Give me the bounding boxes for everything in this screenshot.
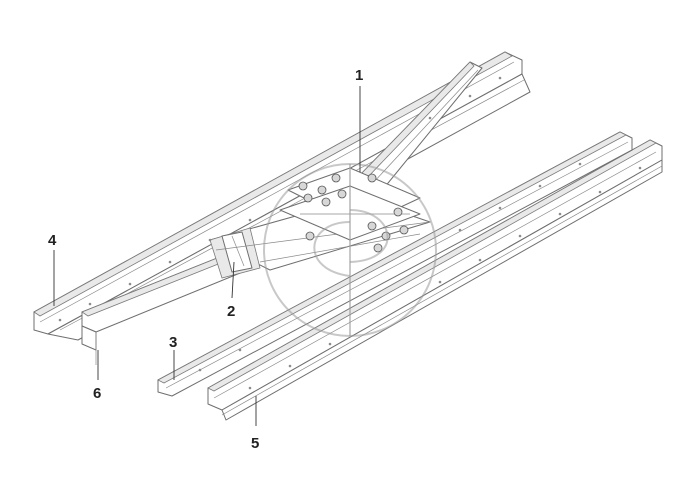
callout-6: 6 bbox=[93, 385, 101, 402]
leader-line-2 bbox=[231, 261, 235, 299]
callout-1: 1 bbox=[355, 67, 363, 84]
watermark-emblem bbox=[263, 163, 437, 337]
callout-2: 2 bbox=[227, 303, 235, 320]
callout-5: 5 bbox=[251, 435, 259, 452]
inner-right-rail bbox=[157, 131, 633, 397]
rail-holes bbox=[58, 76, 642, 390]
callout-4: 4 bbox=[48, 232, 57, 249]
right-side-rail bbox=[207, 139, 663, 421]
callout-3: 3 bbox=[169, 334, 177, 351]
